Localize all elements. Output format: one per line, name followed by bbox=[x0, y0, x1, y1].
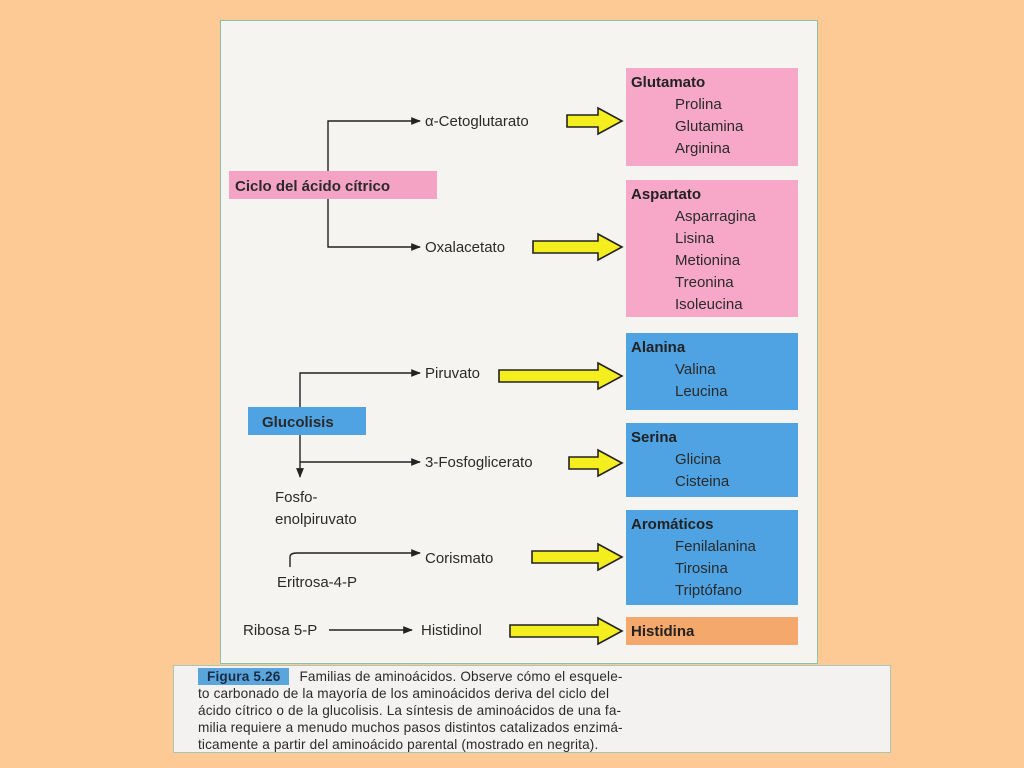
arrow-to-aromaticos bbox=[531, 542, 624, 572]
arrow-to-histidina bbox=[509, 616, 624, 646]
family-member: Prolina bbox=[675, 96, 722, 113]
arrow-to-aspartato bbox=[532, 232, 624, 262]
caption-text-1: Familias de aminoácidos. Observe cómo el… bbox=[299, 669, 623, 684]
family-box-serina bbox=[626, 423, 798, 497]
family-member: Triptófano bbox=[675, 582, 742, 599]
connector-citric-oxa bbox=[327, 199, 421, 251]
family-member: Lisina bbox=[675, 230, 715, 247]
intermediate-pep-line2: enolpiruvato bbox=[275, 511, 357, 528]
intermediate-erythrose-4-p: Eritrosa-4-P bbox=[277, 574, 357, 591]
intermediate-pyruvate: Piruvato bbox=[425, 365, 480, 382]
family-member: Arginina bbox=[675, 140, 731, 157]
family-member: Treonina bbox=[675, 274, 734, 291]
intermediate-pep-line1: Fosfo- bbox=[275, 489, 318, 506]
intermediate-alpha-ketoglutarate: α-Cetoglutarato bbox=[425, 113, 529, 130]
intermediate-histidinol: Histidinol bbox=[421, 622, 482, 639]
family-member: Valina bbox=[675, 361, 716, 378]
citric-cycle-label: Ciclo del ácido cítrico bbox=[235, 178, 390, 195]
family-member: Cisteina bbox=[675, 473, 730, 490]
caption-line-2: to carbonado de la mayoría de los aminoá… bbox=[198, 686, 610, 701]
glycolysis-label-bg bbox=[248, 407, 366, 435]
family-member: Asparragina bbox=[675, 208, 757, 225]
intermediate-3-phosphoglycerate: 3-Fosfoglicerato bbox=[425, 454, 533, 471]
caption-line-4: milia requiere a menudo muchos pasos dis… bbox=[198, 720, 623, 735]
family-title-histidina: Histidina bbox=[631, 623, 695, 640]
arrow-to-alanina bbox=[498, 361, 624, 391]
diagram-panel: Ciclo del ácido cítrico α-Cetoglutarato … bbox=[220, 20, 818, 664]
source-ribose-5-p: Ribosa 5-P bbox=[243, 622, 317, 639]
family-member: Tirosina bbox=[675, 560, 728, 577]
figure-number-badge: Figura 5.26 bbox=[198, 668, 290, 685]
family-box-glutamato bbox=[626, 68, 798, 166]
family-box-aspartato bbox=[626, 180, 798, 317]
family-member: Leucina bbox=[675, 383, 728, 400]
family-member: Isoleucina bbox=[675, 296, 743, 313]
family-box-aromaticos bbox=[626, 510, 798, 605]
citric-cycle-label-bg bbox=[229, 171, 437, 199]
caption-line-1: Figura 5.26 Familias de aminoácidos. Obse… bbox=[198, 668, 880, 685]
figure-caption: Figura 5.26 Familias de aminoácidos. Obse… bbox=[173, 665, 891, 753]
family-member: Fenilalanina bbox=[675, 538, 757, 555]
pathway-diagram: Ciclo del ácido cítrico α-Cetoglutarato … bbox=[229, 68, 798, 646]
connector-pep-e4p-chorismate bbox=[289, 549, 421, 567]
family-title-aromaticos: Aromáticos bbox=[631, 516, 714, 533]
family-aspartato: AspartatoAsparraginaLisinaMetioninaTreon… bbox=[626, 180, 798, 317]
family-member: Glicina bbox=[675, 451, 722, 468]
arrow-to-serina bbox=[568, 448, 624, 478]
family-group: GlutamatoProlinaGlutaminaArgininaAsparta… bbox=[626, 68, 798, 645]
family-member: Glutamina bbox=[675, 118, 744, 135]
family-box-alanina bbox=[626, 333, 798, 410]
glycolysis-label: Glucolisis bbox=[262, 414, 334, 431]
caption-line-5: ticamente a partir del aminoácido parent… bbox=[198, 737, 599, 752]
family-box-histidina bbox=[626, 617, 798, 645]
connector-citric-akg bbox=[327, 117, 421, 171]
family-title-aspartato: Aspartato bbox=[631, 186, 701, 203]
family-member: Metionina bbox=[675, 252, 741, 269]
connector-glycolysis-pyruvate bbox=[299, 369, 421, 407]
intermediate-chorismate: Corismato bbox=[425, 550, 493, 567]
arrow-group bbox=[498, 106, 624, 646]
family-title-serina: Serina bbox=[631, 429, 678, 446]
caption-line-3: ácido cítrico o de la glucolisis. La sín… bbox=[198, 703, 622, 718]
family-title-alanina: Alanina bbox=[631, 339, 686, 356]
family-histidina: Histidina bbox=[626, 617, 798, 645]
intermediate-oxaloacetate: Oxalacetato bbox=[425, 239, 505, 256]
family-title-glutamato: Glutamato bbox=[631, 74, 705, 91]
arrow-to-glutamato bbox=[566, 106, 624, 136]
